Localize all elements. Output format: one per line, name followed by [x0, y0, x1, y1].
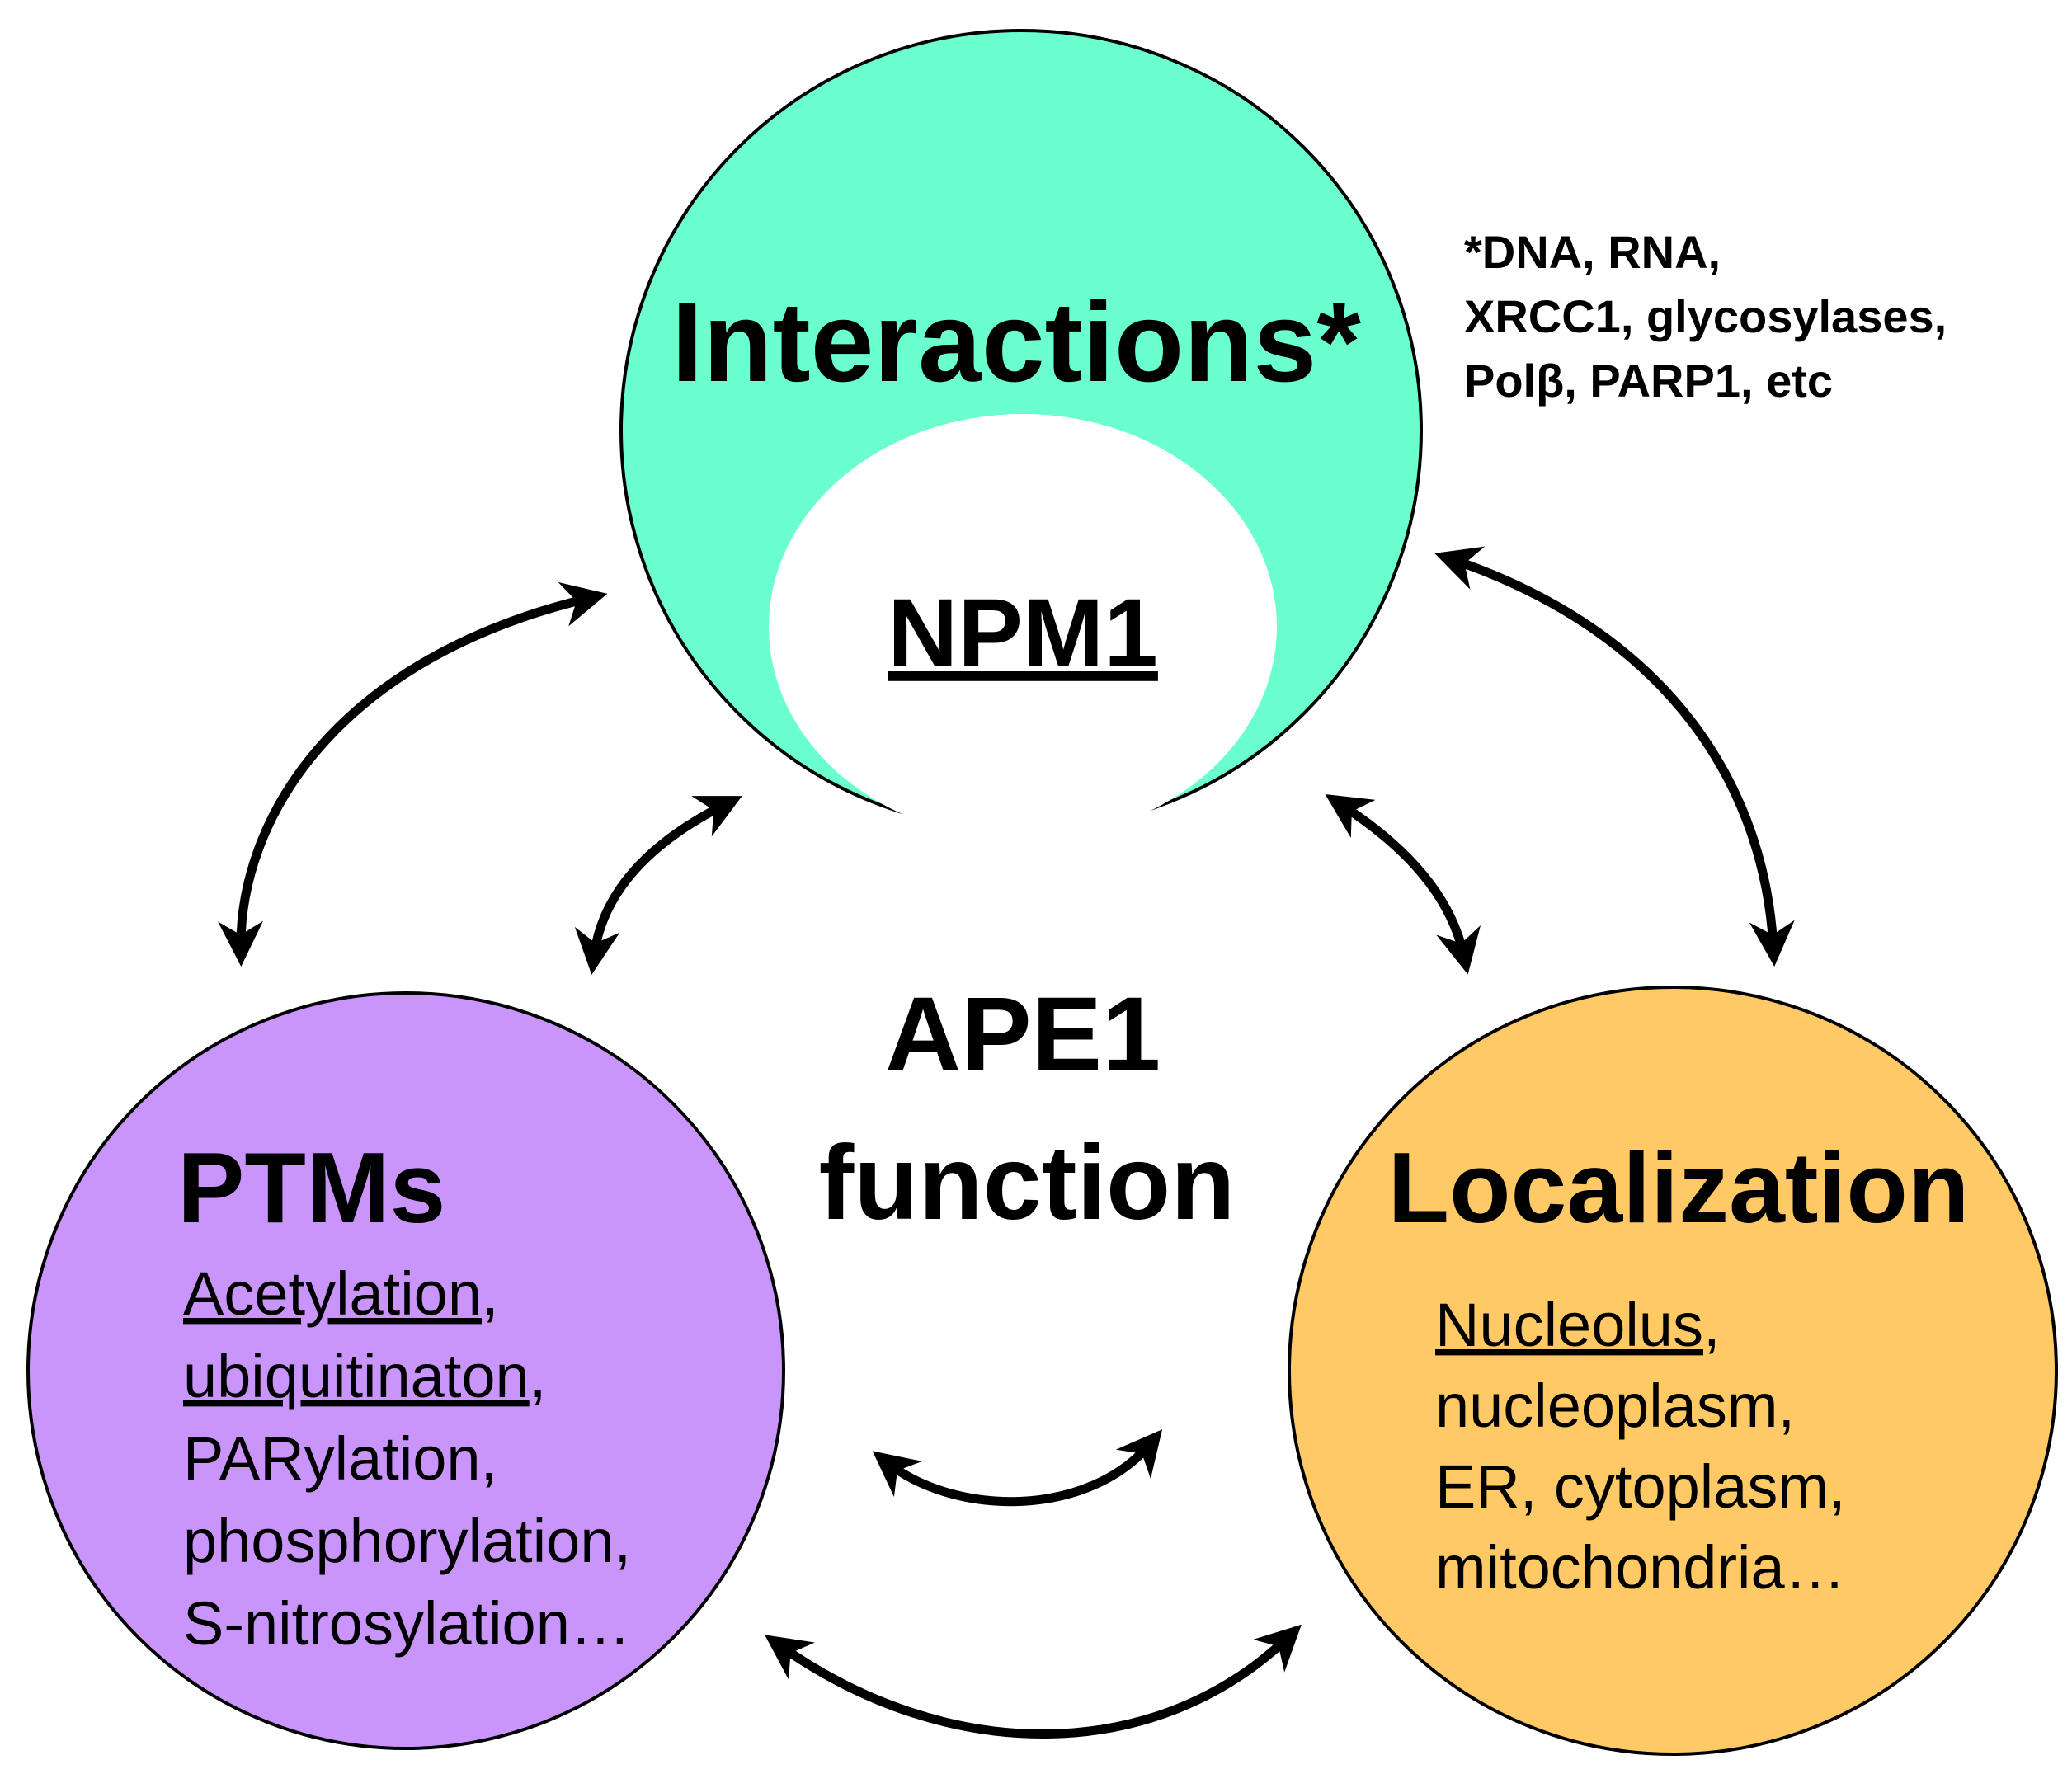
center-label: APE1 function: [819, 976, 1236, 1242]
arrow-outer-right: [1434, 546, 1795, 967]
localization-list-item: nucleoplasm: [1435, 1372, 1778, 1440]
ptms-list-item: Acetylation: [183, 1259, 482, 1328]
ptms-list-item-suffix: ,: [481, 1424, 498, 1493]
ptms-list-item: S-nitrosylation: [183, 1589, 570, 1658]
localization-list: Nucleolus,nucleoplasm,ER, cytoplasm,mito…: [1435, 1291, 1846, 1602]
interactions-title: Interactions*: [671, 279, 1361, 406]
arrows: [218, 546, 1795, 1739]
ptms-list-item-suffix: ,: [614, 1507, 631, 1575]
localization-list-item-suffix: , cytoplasm,: [1520, 1452, 1846, 1521]
ptms-node: PTMs Acetylation,ubiquitinaton,PARylatio…: [26, 991, 785, 1750]
ptms-list-item: phosphorylation: [183, 1507, 614, 1575]
localization-node: Localization Nucleolus,nucleoplasm,ER, c…: [1288, 986, 2058, 1756]
localization-title: Localization: [1388, 1132, 1970, 1244]
localization-list-item: ER: [1435, 1452, 1520, 1521]
ptms-list: Acetylation,ubiquitinaton,PARylation,pho…: [183, 1259, 631, 1658]
localization-list-item: mitochondria: [1435, 1533, 1786, 1602]
ptms-list-item-suffix: …: [570, 1589, 631, 1658]
localization-circle: [1288, 986, 2058, 1756]
arrow-outer-bottom: [765, 1624, 1302, 1739]
center-line-2: function: [819, 1124, 1236, 1242]
ptms-list-item-suffix: ,: [530, 1342, 547, 1410]
npm1-label: NPM1: [888, 579, 1158, 688]
arrow-inner-left: [574, 796, 742, 975]
center-line-1: APE1: [885, 976, 1161, 1094]
footnote-line-1: *DNA, RNA,: [1464, 226, 1721, 278]
arrow-inner-bottom: [872, 1429, 1163, 1507]
localization-list-item: Nucleolus: [1435, 1291, 1703, 1359]
ptms-list-item-suffix: ,: [482, 1259, 499, 1328]
footnote-line-3: Polβ, PARP1, etc: [1464, 355, 1833, 407]
arrow-inner-right: [1325, 794, 1481, 975]
localization-list-item-suffix: …: [1785, 1533, 1846, 1602]
ptms-circle: [26, 991, 785, 1750]
npm1-ellipse: [769, 414, 1277, 840]
ptms-list-item: ubiquitinaton: [183, 1342, 530, 1410]
interactions-node: Interactions* NPM1: [619, 29, 1423, 840]
localization-list-item-suffix: ,: [1778, 1372, 1795, 1440]
footnote-line-2: XRCC1, glycosylases,: [1464, 290, 1947, 342]
arrow-outer-left: [218, 581, 608, 967]
ptms-list-item: PARylation: [183, 1424, 481, 1493]
localization-list-item-suffix: ,: [1703, 1291, 1721, 1359]
interactions-footnote: *DNA, RNA, XRCC1, glycosylases, Polβ, PA…: [1464, 226, 1947, 407]
ptms-title: PTMs: [177, 1132, 445, 1244]
